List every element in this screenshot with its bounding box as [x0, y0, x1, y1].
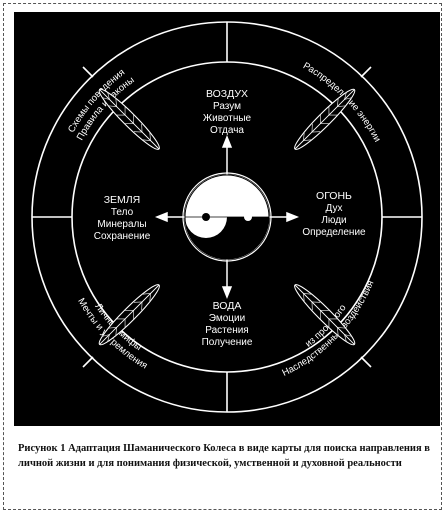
- medicine-wheel-figure: Схемы поведения Правила и законы Распред…: [14, 12, 440, 426]
- north-line-2: Животные: [203, 113, 252, 124]
- spoke-tick-nw: [82, 66, 94, 78]
- south-line-3: Получение: [202, 337, 253, 348]
- feather-icon: [294, 284, 356, 346]
- feather-icon: [98, 88, 160, 150]
- west-title: ЗЕМЛЯ: [104, 194, 141, 206]
- figure-caption: Рисунок 1 Адаптация Шаманического Колеса…: [18, 443, 430, 469]
- north-title: ВОЗДУХ: [206, 88, 248, 100]
- west-line-1: Тело: [111, 207, 134, 218]
- arrow-north-icon: [221, 134, 233, 148]
- arrow-east-icon: [286, 211, 300, 223]
- south-line-1: Эмоции: [209, 313, 245, 324]
- ring-spokes: [32, 22, 422, 412]
- spoke-tick-se: [360, 356, 372, 368]
- spoke-tick-ne: [360, 66, 372, 78]
- spoke-tick-sw: [82, 356, 94, 368]
- arrow-west-icon: [154, 211, 168, 223]
- north-line-1: Разум: [213, 101, 241, 112]
- west-line-2: Минералы: [97, 219, 146, 230]
- east-line-3: Определение: [302, 227, 366, 238]
- east-title: ОГОНЬ: [316, 190, 352, 202]
- south-title: ВОДА: [213, 300, 242, 312]
- yin-yang-icon: [182, 172, 272, 262]
- medicine-wheel-diagram: Схемы поведения Правила и законы Распред…: [14, 12, 440, 426]
- east-line-2: Люди: [321, 215, 346, 226]
- arrow-south-icon: [221, 286, 233, 300]
- feather-icon: [294, 88, 356, 150]
- direction-arrows: [154, 134, 300, 300]
- south-line-2: Растения: [205, 325, 248, 336]
- east-line-1: Дух: [326, 203, 343, 214]
- west-line-3: Сохранение: [94, 231, 151, 242]
- north-line-3: Отдача: [210, 125, 244, 136]
- figure-frame: Схемы поведения Правила и законы Распред…: [3, 3, 442, 510]
